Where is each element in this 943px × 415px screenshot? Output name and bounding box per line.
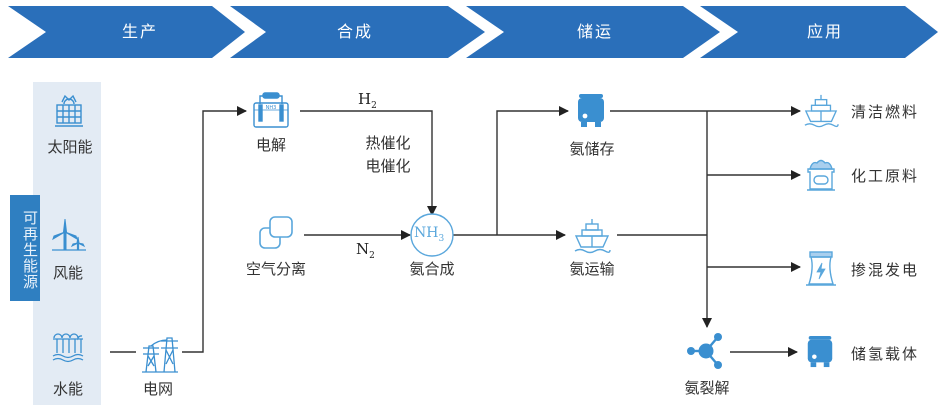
n2-label: N2 [356,240,375,261]
air-separation-icon [259,216,293,249]
solar-panel-icon [55,94,83,127]
stage-banner [8,6,938,58]
connector-nh3-to-storage [496,106,569,235]
h2-subscript: 2 [371,101,377,111]
connector-grid-to-electrolysis [182,106,247,353]
stage-chevron-application [700,6,938,58]
hydrogen-carrier-tank-icon [807,336,833,368]
grid-label: 电网 [142,380,173,398]
svg-text:NH3: NH3 [266,105,277,111]
clean-fuel-ship-icon [804,94,839,128]
electrolysis-label: 电解 [255,136,286,154]
air-separation-label: 空气分离 [245,260,306,278]
nh3-formula: NH3 [414,225,444,244]
stage-label-production: 生产 [121,22,158,41]
wind-turbine-icon [52,218,86,251]
stage-chevron-synthesis [230,6,485,58]
hydro-dam-icon [52,333,84,363]
stage-label-storage: 储运 [576,22,613,41]
n2-base: N [356,240,370,258]
storage-tank-icon [578,94,604,127]
source-label-hydro: 水能 [52,380,83,398]
h2-label: H2 [358,90,377,111]
application-label-power: 掺混发电 [851,261,920,279]
nh3-base: NH [414,225,439,241]
electrolyzer-icon: NH3 [253,92,289,128]
renewable-sources-panel [33,82,101,405]
stage-label-synthesis: 合成 [336,22,373,41]
method-thermal-catalysis: 热催化 [365,134,411,152]
ship-icon [574,219,611,254]
h2-base: H [358,90,372,108]
method-electro-catalysis: 电催化 [365,157,411,175]
stage-label-application: 应用 [806,22,843,41]
molecule-icon [687,333,722,369]
stage-chevron-production [8,6,245,58]
power-tower-icon [142,337,178,373]
source-label-wind: 风能 [52,264,83,282]
storage-label: 氨储存 [569,140,615,158]
source-label-solar: 太阳能 [47,138,93,156]
connector-h2-to-nh3 [300,110,437,216]
cracking-label: 氨裂解 [684,379,730,397]
n2-subscript: 2 [369,251,375,261]
application-label-chemical: 化工原料 [851,167,920,185]
ammonia-synthesis-label: 氨合成 [409,260,455,278]
nh3-subscript: 3 [438,233,445,244]
transport-label: 氨运输 [569,260,615,278]
stage-chevron-storage [466,6,720,58]
application-label-hydrogen-carrier: 储氢载体 [851,345,920,363]
nh3-synthesis-node [410,213,454,257]
power-plant-icon [806,251,836,286]
application-label-clean-fuel: 清洁燃料 [851,103,920,121]
renewable-energy-label: 可再生能源 [10,195,40,301]
chemical-silo-icon [807,159,835,191]
